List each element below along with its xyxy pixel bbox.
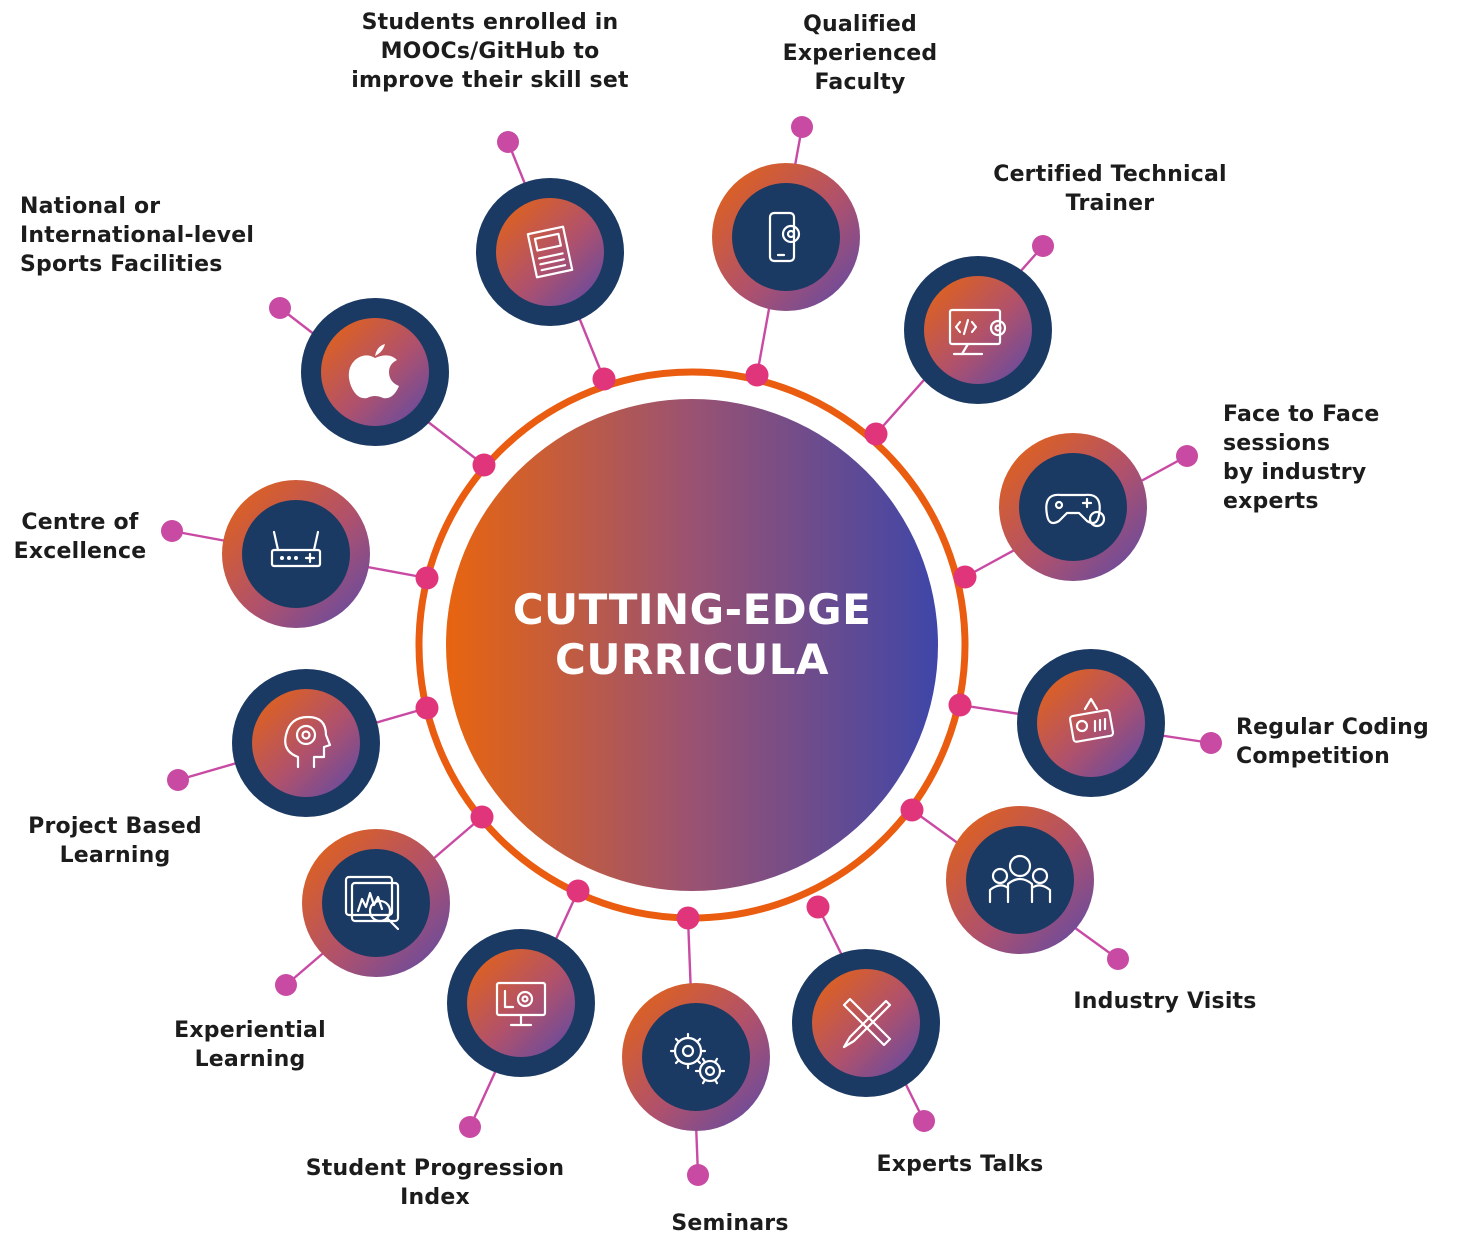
label-moocs: Students enrolled in MOOCs/GitHub to imp… [351,10,629,93]
ring-node-moocs [592,367,616,391]
ring-node-coe [415,566,439,590]
newspaper-icon [526,225,574,279]
pencil-ruler-icon [842,997,892,1049]
ring-node-faculty [745,363,769,387]
label-coe: Centre of Excellence [13,510,147,564]
endpoint-dot-faculty [791,116,813,138]
ring-node-project [415,696,439,720]
node-layer [415,363,977,930]
bubble-inner-trainer [924,276,1032,384]
center-title-line1: CUTTING-EDGE [512,585,872,634]
ring-node-spi [566,879,590,903]
ring-node-coding [948,693,972,717]
endpoint-dot-trainer [1032,235,1054,257]
bubble-experiential [302,829,450,977]
endpoint-dot-f2f [1176,445,1198,467]
bubble-visits [946,806,1094,954]
bubble-inner-f2f [1019,453,1127,561]
head-gear-icon [284,715,332,769]
gamepad-icon [1045,493,1106,528]
bubble-inner-seminars [642,1003,750,1111]
team-icon [988,854,1052,904]
label-faculty: Qualified Experienced Faculty [782,12,938,95]
ring-node-visits [900,798,924,822]
label-talks: Experts Talks [876,1152,1044,1177]
label-experiential: Experiential Learning [174,1018,326,1072]
label-visits: Industry Visits [1073,989,1257,1014]
bubble-faculty [712,163,860,311]
center-title-line2: CURRICULA [555,635,829,684]
label-project: Project Based Learning [28,814,202,868]
bubble-project [232,669,380,817]
ring-node-talks [806,895,830,919]
endpoint-dot-seminars [687,1164,709,1186]
code-monitor-icon [948,308,1007,356]
endpoint-dot-spi [459,1116,481,1138]
bubble-coe [222,480,370,628]
apple-icon [348,344,399,399]
bubble-talks [792,949,940,1097]
endpoint-dot-coding [1200,732,1222,754]
bubble-moocs [476,178,624,326]
endpoint-dot-coe [161,520,183,542]
bubble-layer [222,163,1165,1131]
ring-node-experiential [470,805,494,829]
router-icon [270,530,322,568]
label-trainer: Certified Technical Trainer [993,162,1227,216]
ring-node-trainer [864,422,888,446]
ring-node-f2f [953,565,977,589]
bubble-inner-moocs [496,198,604,306]
ring-node-seminars [676,906,700,930]
bubble-f2f [999,433,1147,581]
label-seminars: Seminars [671,1211,789,1235]
endpoint-dot-moocs [497,131,519,153]
bubble-inner-talks [812,969,920,1077]
label-sports: National or International-level Sports F… [20,194,255,277]
label-f2f: Face to Face sessions by industry expert… [1223,402,1380,514]
center-title: CUTTING-EDGE CURRICULA [442,585,942,685]
endpoint-dot-talks [913,1110,935,1132]
center-disc [446,399,938,891]
bubble-seminars [622,983,770,1131]
phone-gear-icon [768,211,801,263]
endpoint-dot-visits [1107,948,1129,970]
endpoint-dot-sports [269,297,291,319]
bubble-inner-spi [467,949,575,1057]
bubble-spi [447,929,595,1077]
monitor-gear-icon [495,981,547,1027]
gears-icon [669,1032,726,1085]
label-coding: Regular Coding Competition [1236,715,1429,769]
bubble-inner-coding [1037,669,1145,777]
radio-icon [1068,697,1115,743]
bubble-inner-faculty [732,183,840,291]
label-spi: Student Progression Index [305,1156,565,1210]
bubble-sports [301,298,449,446]
ring-node-sports [472,453,496,477]
bubble-coding [1017,649,1165,797]
endpoint-dot-project [167,769,189,791]
bubble-trainer [904,256,1052,404]
bubble-inner-coe [242,500,350,608]
endpoint-dot-experiential [275,974,297,996]
analytics-search-icon [344,875,400,931]
